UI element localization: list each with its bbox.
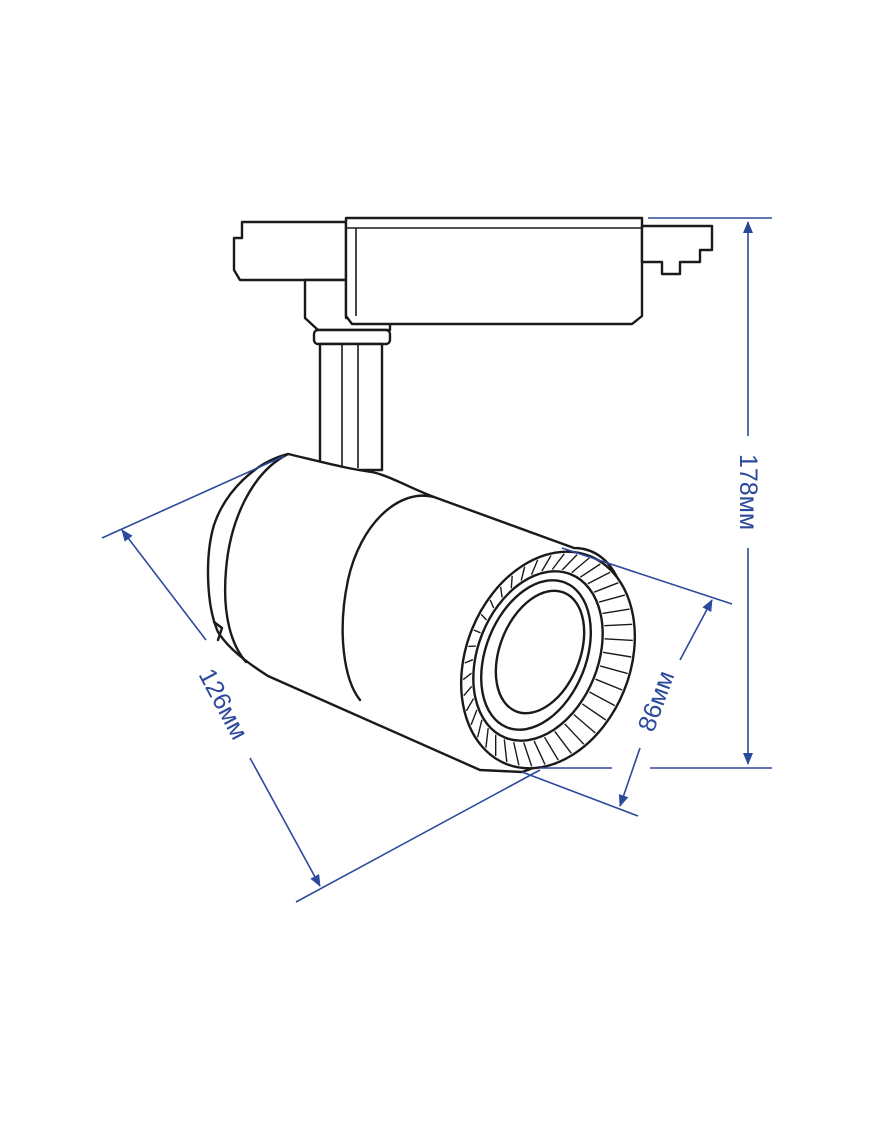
- adapter-left-clip: [232, 220, 348, 282]
- diameter-label: 86мм: [633, 667, 681, 735]
- cooling-fin: [573, 714, 596, 734]
- cooling-fin: [465, 698, 475, 712]
- cooling-fin: [554, 730, 572, 754]
- cooling-fin: [462, 672, 472, 681]
- length-label: 126мм: [193, 664, 253, 744]
- front-face: [459, 550, 637, 770]
- cooling-fin: [599, 665, 628, 675]
- cooling-fin: [551, 553, 565, 570]
- cooling-fin: [480, 613, 488, 621]
- cooling-fin: [595, 678, 623, 691]
- cooling-fin: [530, 559, 539, 576]
- cooling-fin: [604, 638, 633, 642]
- cooling-fin: [604, 623, 633, 627]
- cooling-fin: [499, 586, 503, 598]
- cooling-fin: [464, 659, 474, 664]
- cooling-fin: [571, 557, 590, 574]
- cooling-fin: [589, 691, 616, 707]
- cooling-fin: [602, 608, 630, 615]
- cooling-fin: [602, 651, 632, 658]
- cooling-fin: [473, 629, 481, 634]
- body-ring-seam: [341, 494, 436, 702]
- stem: [312, 328, 392, 472]
- cooling-fin: [503, 739, 508, 763]
- cooling-fin: [533, 740, 546, 765]
- lens: [494, 589, 586, 715]
- cooling-fin: [510, 575, 513, 589]
- cooling-fin: [579, 563, 601, 578]
- height-dimension: 178мм: [540, 217, 772, 769]
- cooling-fin: [520, 566, 526, 581]
- adapter-right-clip: [640, 224, 714, 276]
- track-adapter: [232, 216, 714, 332]
- cooling-fin: [470, 709, 478, 726]
- cooling-fin: [593, 582, 619, 593]
- cooling-fin: [561, 554, 578, 571]
- body-rear-cap: [224, 452, 290, 664]
- cooling-fin: [543, 736, 559, 761]
- cooling-fin: [587, 571, 611, 585]
- cooling-fin: [513, 741, 520, 766]
- cooling-fin: [541, 555, 552, 572]
- cooling-fin: [523, 742, 533, 767]
- height-label: 178мм: [734, 454, 762, 530]
- cooling-fin: [476, 719, 483, 738]
- adapter-housing: [344, 216, 644, 326]
- cooling-fin: [581, 703, 607, 721]
- cooling-fin: [598, 594, 626, 603]
- cooling-fin: [489, 599, 495, 609]
- cooling-fin: [463, 685, 473, 697]
- cooling-fin: [485, 728, 489, 748]
- cooling-fins: [462, 553, 633, 767]
- cooling-fin: [564, 723, 585, 745]
